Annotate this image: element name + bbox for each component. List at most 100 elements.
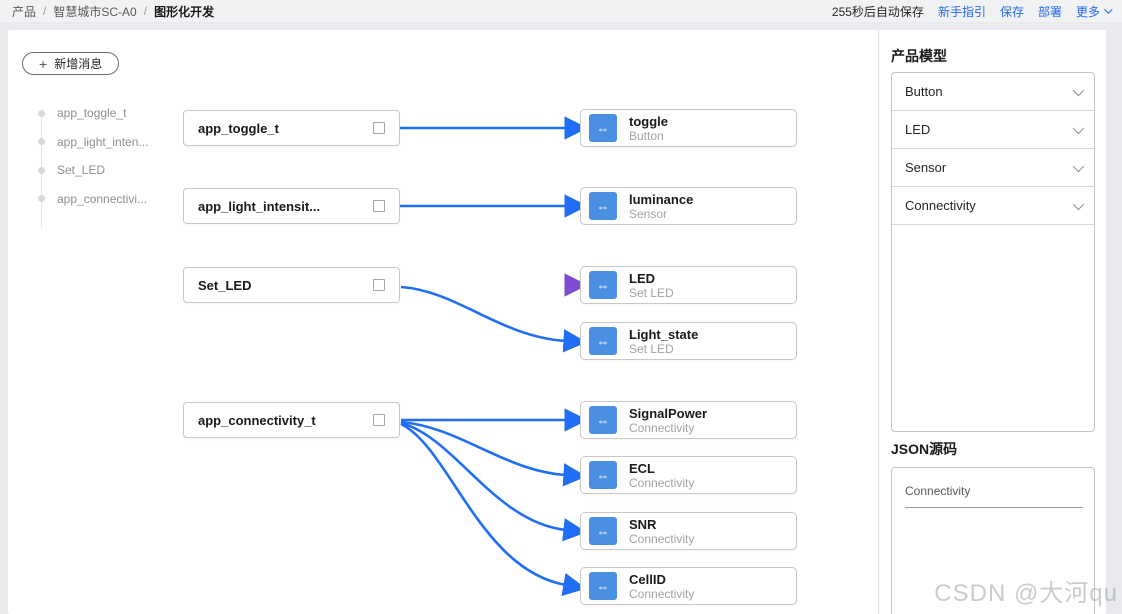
- transfer-icon: ⇔: [589, 517, 617, 545]
- list-item-set-led[interactable]: Set_LED: [38, 156, 148, 185]
- node-checkbox[interactable]: [373, 200, 385, 212]
- edge-light-state: [400, 285, 587, 353]
- node-label: Set_LED: [198, 277, 252, 293]
- autosave-countdown: 255秒后自动保存: [831, 4, 924, 19]
- node-label: app_connectivity_t: [198, 412, 316, 428]
- more-menu-label: 更多: [1075, 4, 1100, 19]
- node-checkbox[interactable]: [373, 414, 385, 426]
- accordion-item-led[interactable]: LED: [892, 111, 1094, 149]
- transfer-icon: ⇔: [589, 192, 617, 220]
- graphic-dev-canvas: + 新增消息 app_toggle_t app_light_inten... S…: [8, 30, 1106, 614]
- node-title: ECL: [629, 460, 655, 476]
- list-item-app-light-intensity[interactable]: app_light_inten...: [38, 128, 148, 157]
- node-subtitle: Set LED: [629, 285, 674, 300]
- accordion-label: Sensor: [905, 160, 947, 175]
- bullet-dot-icon: [38, 138, 45, 146]
- transfer-icon: ⇔: [589, 572, 617, 600]
- plus-icon: +: [39, 55, 48, 72]
- source-node-app-connectivity[interactable]: app_connectivity_t: [183, 402, 400, 438]
- node-subtitle: Connectivity: [629, 586, 695, 601]
- node-subtitle: Connectivity: [629, 420, 695, 435]
- deploy-button[interactable]: 部署: [1037, 4, 1062, 19]
- node-label: app_light_intensit...: [198, 198, 321, 214]
- guide-link[interactable]: 新手指引: [937, 4, 986, 19]
- service-accordion: Button LED Sensor Connectivity: [891, 72, 1095, 432]
- edge-snr: [400, 421, 587, 542]
- node-subtitle: Button: [629, 128, 664, 143]
- node-checkbox[interactable]: [373, 279, 385, 291]
- json-source-box: Connectivity: [891, 467, 1095, 614]
- node-title: toggle: [629, 113, 668, 129]
- topbar-actions: 255秒后自动保存 新手指引 保存 部署 更多: [831, 3, 1113, 20]
- accordion-label: Button: [905, 84, 943, 99]
- edge-cellid: [400, 422, 587, 597]
- breadcrumb-current-page: 图形化开发: [154, 4, 215, 19]
- node-title: CellID: [629, 571, 666, 587]
- more-menu[interactable]: 更多: [1075, 3, 1113, 20]
- list-item-app-toggle[interactable]: app_toggle_t: [38, 99, 148, 128]
- bullet-dot-icon: [38, 166, 45, 174]
- breadcrumb-products[interactable]: 产品: [12, 4, 37, 19]
- list-item-app-connectivity[interactable]: app_connectivi...: [38, 185, 148, 214]
- transfer-icon: ⇔: [589, 327, 617, 355]
- accordion-item-sensor[interactable]: Sensor: [892, 149, 1094, 187]
- node-label: app_toggle_t: [198, 120, 279, 136]
- node-subtitle: Sensor: [629, 206, 668, 221]
- breadcrumb-product-name[interactable]: 智慧城市SC-A0: [53, 4, 137, 19]
- chevron-down-icon: [1072, 198, 1085, 210]
- panel-divider: [878, 30, 879, 614]
- bullet-dot-icon: [38, 109, 45, 117]
- product-model-panel: 产品模型 Button LED Sensor Connectivity JSON…: [879, 30, 1106, 614]
- node-title: Light_state: [629, 326, 699, 342]
- save-button[interactable]: 保存: [999, 4, 1024, 19]
- add-message-button[interactable]: + 新增消息: [22, 52, 120, 75]
- node-subtitle: Set LED: [629, 341, 674, 356]
- accordion-label: LED: [905, 122, 931, 137]
- transfer-icon: ⇔: [589, 271, 617, 299]
- json-content: Connectivity: [905, 484, 971, 498]
- chevron-down-icon: [1072, 160, 1085, 172]
- list-item-label: Set_LED: [57, 163, 106, 178]
- bullet-dot-icon: [38, 195, 45, 203]
- transfer-icon: ⇔: [589, 461, 617, 489]
- chevron-down-icon: [1104, 5, 1113, 14]
- chevron-down-icon: [1072, 122, 1085, 134]
- list-item-label: app_light_inten...: [57, 134, 149, 149]
- source-node-app-toggle[interactable]: app_toggle_t: [183, 110, 400, 146]
- json-source-title: JSON源码: [891, 441, 958, 457]
- add-message-label: 新增消息: [54, 57, 103, 71]
- breadcrumb-separator: /: [43, 4, 47, 18]
- source-node-set-led[interactable]: Set_LED: [183, 267, 400, 303]
- breadcrumb: 产品 / 智慧城市SC-A0 / 图形化开发: [12, 3, 214, 20]
- list-item-label: app_toggle_t: [57, 106, 127, 121]
- product-model-title: 产品模型: [891, 48, 947, 64]
- node-subtitle: Connectivity: [629, 531, 695, 546]
- breadcrumb-separator: /: [143, 4, 148, 18]
- accordion-item-button[interactable]: Button: [892, 73, 1094, 111]
- message-list: app_toggle_t app_light_inten... Set_LED …: [38, 99, 148, 228]
- edge-ecl: [400, 420, 587, 487]
- accordion-item-connectivity[interactable]: Connectivity: [892, 187, 1094, 225]
- node-title: LED: [629, 270, 655, 286]
- source-node-app-light-intensity[interactable]: app_light_intensit...: [183, 188, 400, 224]
- chevron-down-icon: [1072, 84, 1085, 96]
- node-subtitle: Connectivity: [629, 475, 695, 490]
- node-checkbox[interactable]: [373, 122, 385, 134]
- node-title: luminance: [629, 191, 694, 207]
- node-title: SignalPower: [629, 405, 708, 421]
- list-item-label: app_connectivi...: [57, 191, 148, 206]
- node-title: SNR: [629, 516, 657, 532]
- transfer-icon: ⇔: [589, 114, 617, 142]
- top-bar: 产品 / 智慧城市SC-A0 / 图形化开发 255秒后自动保存 新手指引 保存…: [0, 0, 1122, 22]
- accordion-label: Connectivity: [905, 198, 976, 213]
- json-divider: [905, 507, 1083, 508]
- transfer-icon: ⇔: [589, 406, 617, 434]
